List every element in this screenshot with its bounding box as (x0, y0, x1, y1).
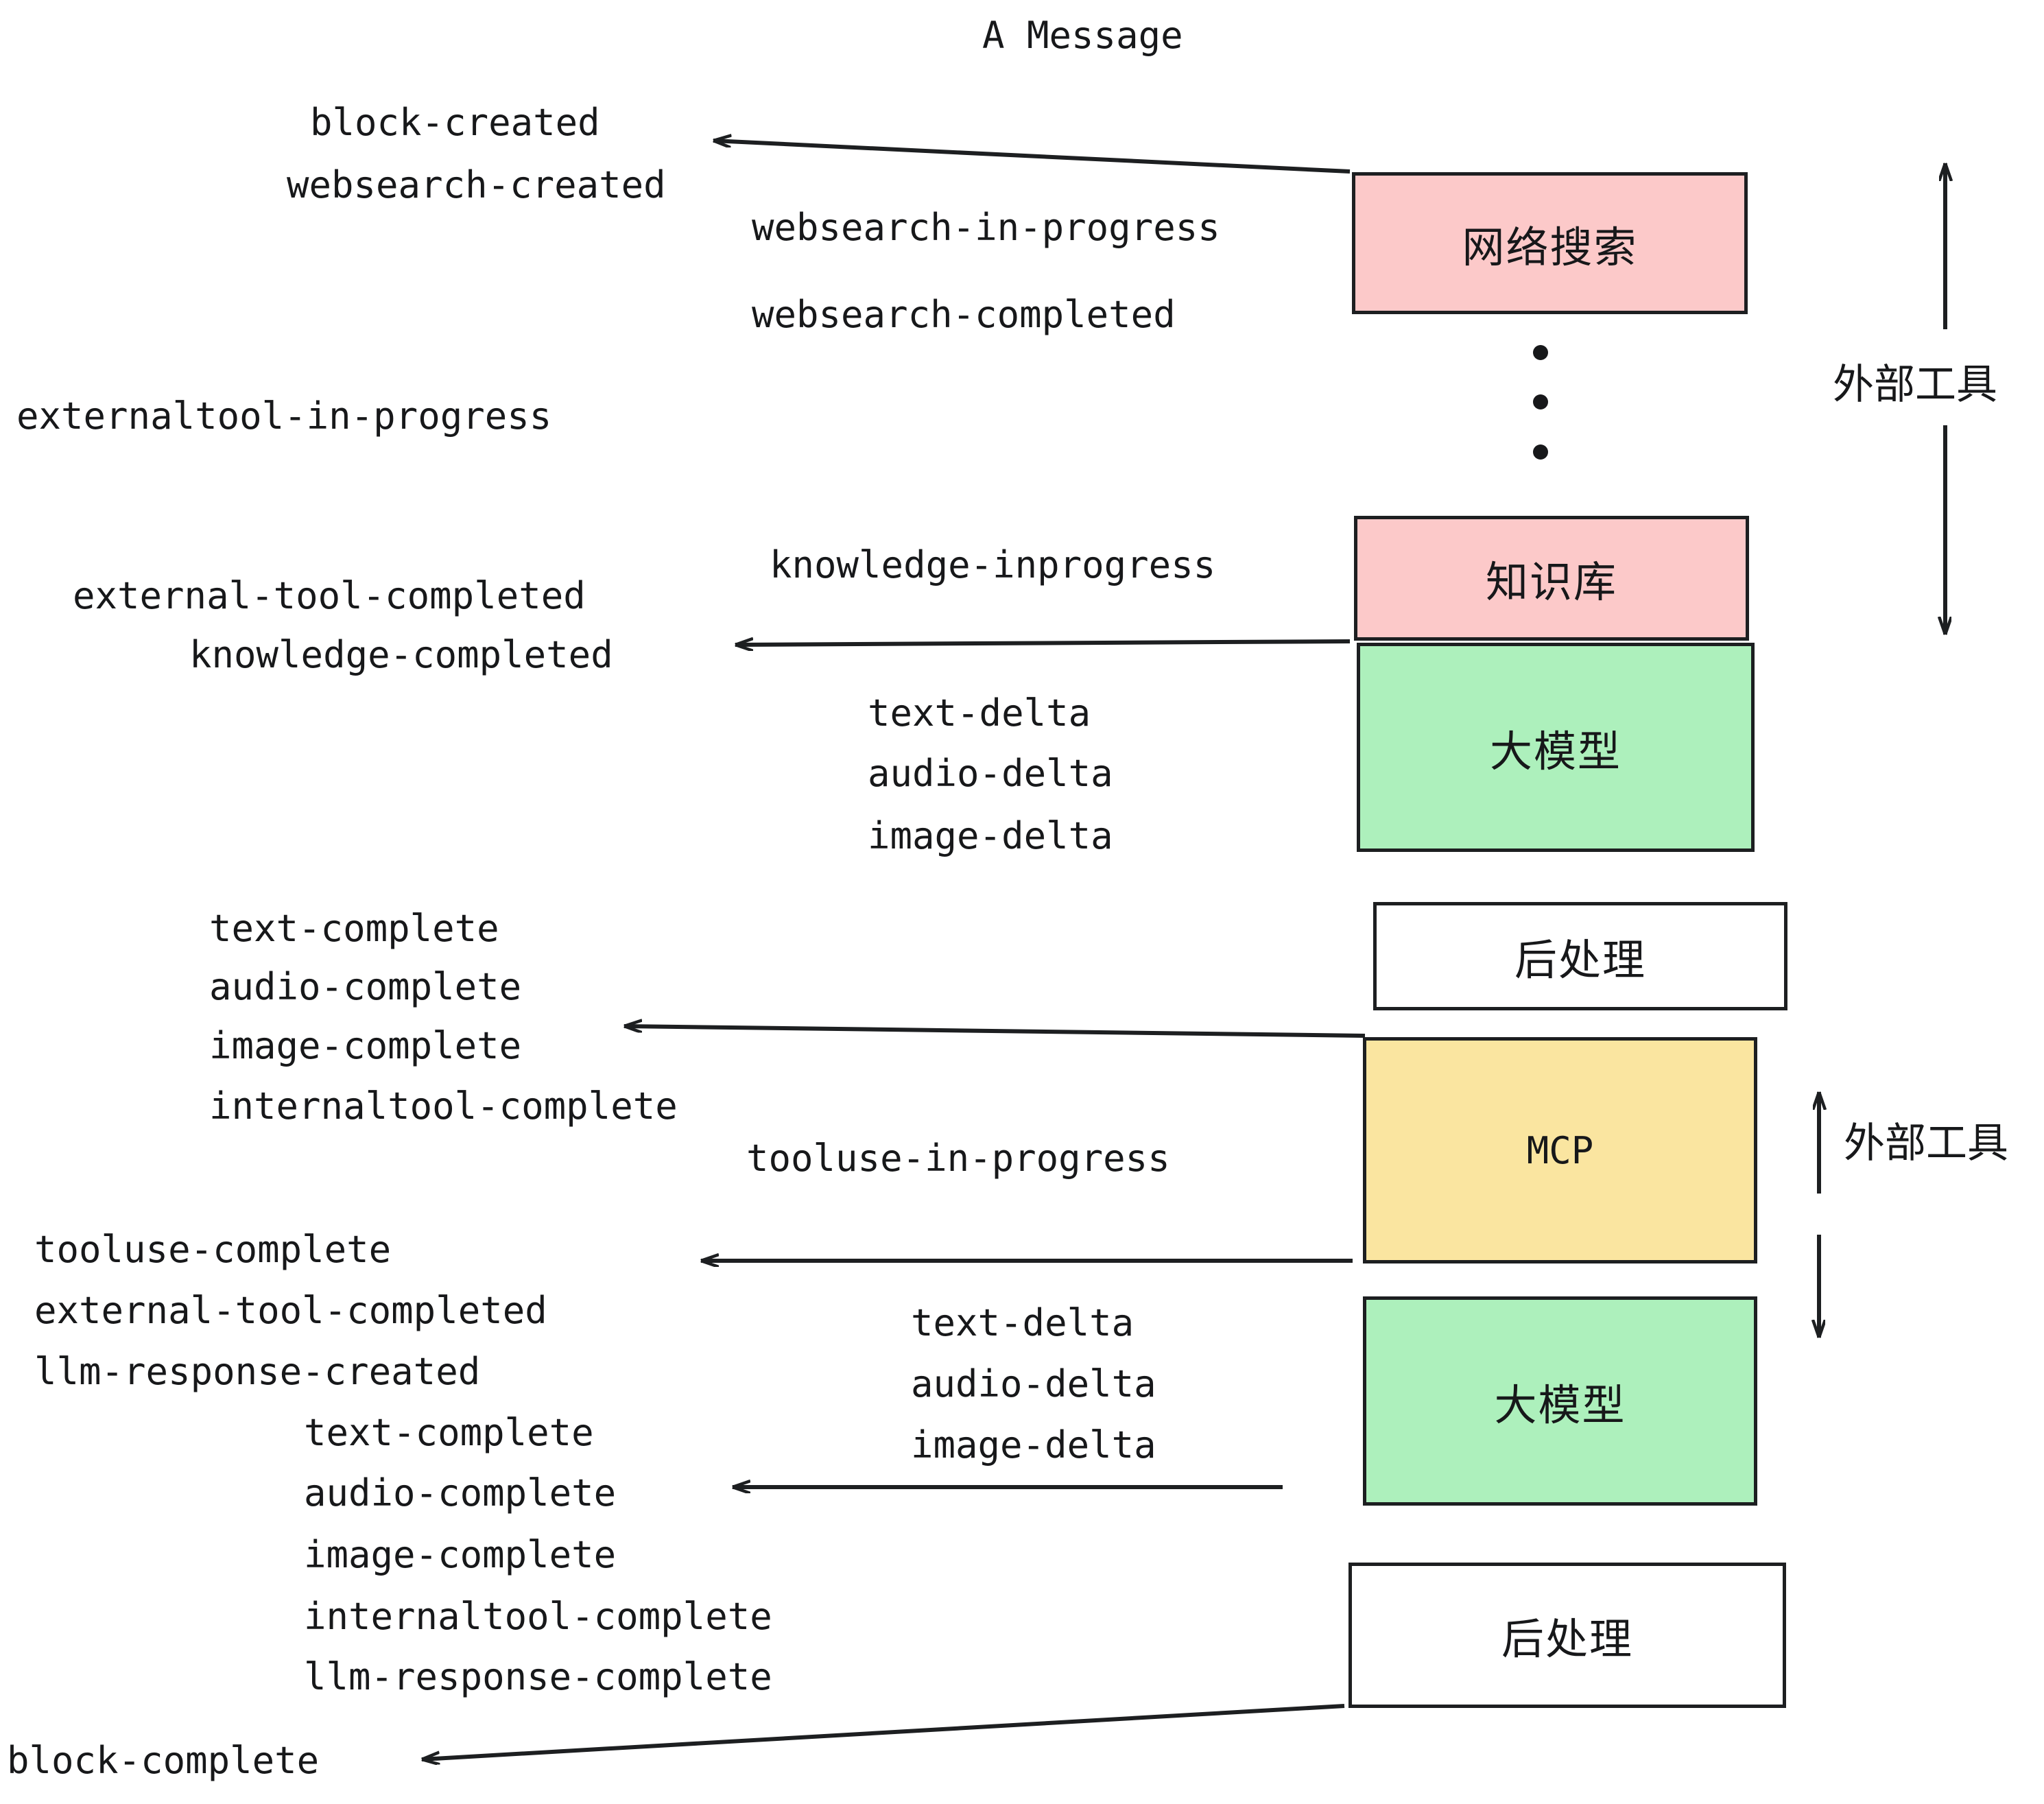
event-llm-response-complete: llm-response-complete (304, 1655, 772, 1698)
node-mcp-label: MCP (1526, 1128, 1594, 1172)
event-text-delta-1: text-delta (868, 691, 1091, 735)
node-websearch[interactable]: 网络搜索 (1352, 172, 1748, 314)
event-text-complete-2: text-complete (304, 1411, 594, 1454)
event-websearch-created: websearch-created (287, 163, 666, 206)
node-websearch-label: 网络搜索 (1462, 222, 1638, 272)
event-block-complete: block-complete (7, 1739, 320, 1782)
event-image-delta-2: image-delta (911, 1423, 1156, 1467)
node-postprocess-2[interactable]: 后处理 (1348, 1563, 1786, 1708)
event-block-created: block-created (310, 101, 600, 144)
event-audio-delta-2: audio-delta (911, 1362, 1156, 1405)
event-image-complete-1: image-complete (209, 1024, 522, 1067)
arrow-block-complete (422, 1704, 1345, 1759)
event-websearch-completed: websearch-completed (752, 293, 1176, 336)
event-external-tool-completed-2: external-tool-completed (34, 1289, 547, 1332)
event-tooluse-complete: tooluse-complete (34, 1228, 392, 1271)
event-image-complete-2: image-complete (304, 1533, 617, 1576)
node-llm-2-label: 大模型 (1494, 1379, 1626, 1430)
node-mcp[interactable]: MCP (1363, 1037, 1757, 1263)
arrow-knowledge-completed (735, 641, 1351, 645)
node-postprocess-1[interactable]: 后处理 (1373, 902, 1787, 1010)
node-llm-1[interactable]: 大模型 (1357, 643, 1755, 852)
event-internaltool-complete-2: internaltool-complete (304, 1595, 772, 1638)
event-text-delta-2: text-delta (911, 1301, 1134, 1344)
node-knowledge[interactable]: 知识库 (1354, 516, 1749, 641)
ellipsis-dot-2 (1533, 394, 1548, 410)
side-label-external-tools-top: 外部工具 (1833, 361, 1997, 409)
node-llm-2[interactable]: 大模型 (1363, 1296, 1757, 1506)
node-postprocess-1-label: 后处理 (1514, 935, 1646, 985)
side-label-external-tools-bottom: 外部工具 (1844, 1119, 2008, 1167)
arrow-image-complete (624, 1026, 1366, 1038)
event-internaltool-complete-1: internaltool-complete (209, 1084, 678, 1128)
diagram-title: A Message (982, 14, 1183, 57)
event-image-delta-1: image-delta (868, 814, 1113, 857)
ellipsis-dot-3 (1533, 444, 1548, 460)
event-llm-response-created: llm-response-created (34, 1350, 481, 1393)
event-text-complete-1: text-complete (209, 907, 499, 950)
ellipsis-dot-1 (1533, 345, 1548, 360)
node-postprocess-2-label: 后处理 (1501, 1614, 1633, 1664)
arrow-websearch-created (713, 141, 1351, 174)
event-audio-complete-1: audio-complete (209, 965, 522, 1008)
event-knowledge-inprogress: knowledge-inprogress (770, 543, 1216, 586)
event-audio-delta-1: audio-delta (868, 752, 1113, 795)
event-audio-complete-2: audio-complete (304, 1471, 617, 1515)
event-knowledge-completed: knowledge-completed (189, 633, 613, 676)
event-tooluse-in-progress: tooluse-in-progress (746, 1137, 1170, 1180)
event-externaltool-in-progress: externaltool-in-progress (16, 394, 552, 438)
node-llm-1-label: 大模型 (1489, 726, 1621, 776)
event-websearch-in-progress: websearch-in-progress (752, 206, 1220, 249)
node-knowledge-label: 知识库 (1485, 557, 1617, 607)
event-external-tool-completed-1: external-tool-completed (73, 574, 586, 617)
